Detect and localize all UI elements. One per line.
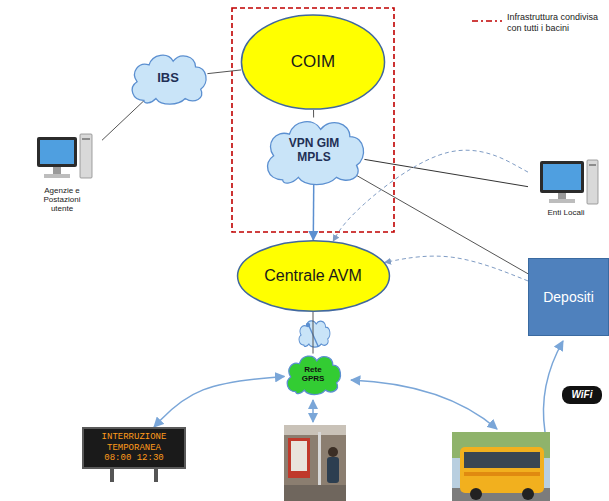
bus-stop-picture: [284, 425, 346, 501]
gprs-cloud: Rete GPRS: [282, 352, 344, 396]
connector: [154, 376, 284, 427]
server-ellipse: Centrale AVM: [236, 240, 391, 312]
node-label: Rete GPRS: [297, 365, 329, 383]
bus-picture: [452, 432, 550, 501]
connector: [207, 70, 241, 74]
wifi-link-arrow: [543, 341, 563, 432]
workstation: Agenzie e Postazioni utente: [22, 132, 102, 224]
depot-box: Depositi: [528, 258, 609, 336]
node-label: Agenzie e Postazioni utente: [34, 186, 90, 214]
text-block: IBS: [157, 71, 179, 86]
antenna-cloud: [299, 321, 330, 347]
wifi-logo: WiFi: [562, 386, 602, 404]
legend-entry: Infrastruttura condivisa con tutti i bac…: [470, 12, 605, 34]
legend-line-sample: [470, 15, 504, 27]
workstation: Enti Locali: [528, 158, 604, 228]
text-block: Rete GPRS: [297, 365, 329, 383]
node-label: VPN GIM MPLS: [281, 137, 347, 165]
connector: [333, 150, 528, 241]
text-block: INTERRUZIONE TEMPORANEA 08:00 12:30: [92, 432, 176, 463]
connector: [364, 159, 528, 186]
text-block: Depositi: [543, 289, 594, 305]
connector: [313, 110, 314, 118]
antenna-symbol: [306, 323, 318, 346]
network-cloud: IBS: [125, 50, 211, 106]
node-label: Enti Locali: [531, 208, 601, 217]
server-ellipse: COIM: [240, 14, 386, 110]
node-label: COIM: [291, 52, 335, 72]
connector: [313, 312, 314, 354]
text-block: Centrale AVM: [264, 267, 362, 285]
text-block: VPN GIM MPLS: [281, 137, 347, 165]
connector: [385, 256, 528, 281]
connector: [313, 184, 315, 240]
node-label: IBS: [157, 71, 179, 86]
connector: [102, 99, 145, 140]
node-label: Centrale AVM: [264, 267, 362, 285]
node-label: Depositi: [543, 289, 594, 305]
sign-stand: [110, 468, 158, 482]
network-cloud: VPN GIM MPLS: [258, 115, 370, 187]
text-block: Enti Locali: [531, 208, 601, 217]
computer-icon: [540, 160, 598, 204]
led-sign: INTERRUZIONE TEMPORANEA 08:00 12:30: [82, 427, 186, 469]
node-label: INTERRUZIONE TEMPORANEA 08:00 12:30: [92, 432, 176, 463]
text-block: COIM: [291, 52, 335, 72]
legend-text: Infrastruttura condivisa con tutti i bac…: [507, 12, 605, 34]
text-block: Agenzie e Postazioni utente: [34, 186, 90, 214]
link-arrow: [312, 400, 314, 422]
link-arrow: [351, 380, 497, 429]
computer-icon: [37, 134, 92, 178]
